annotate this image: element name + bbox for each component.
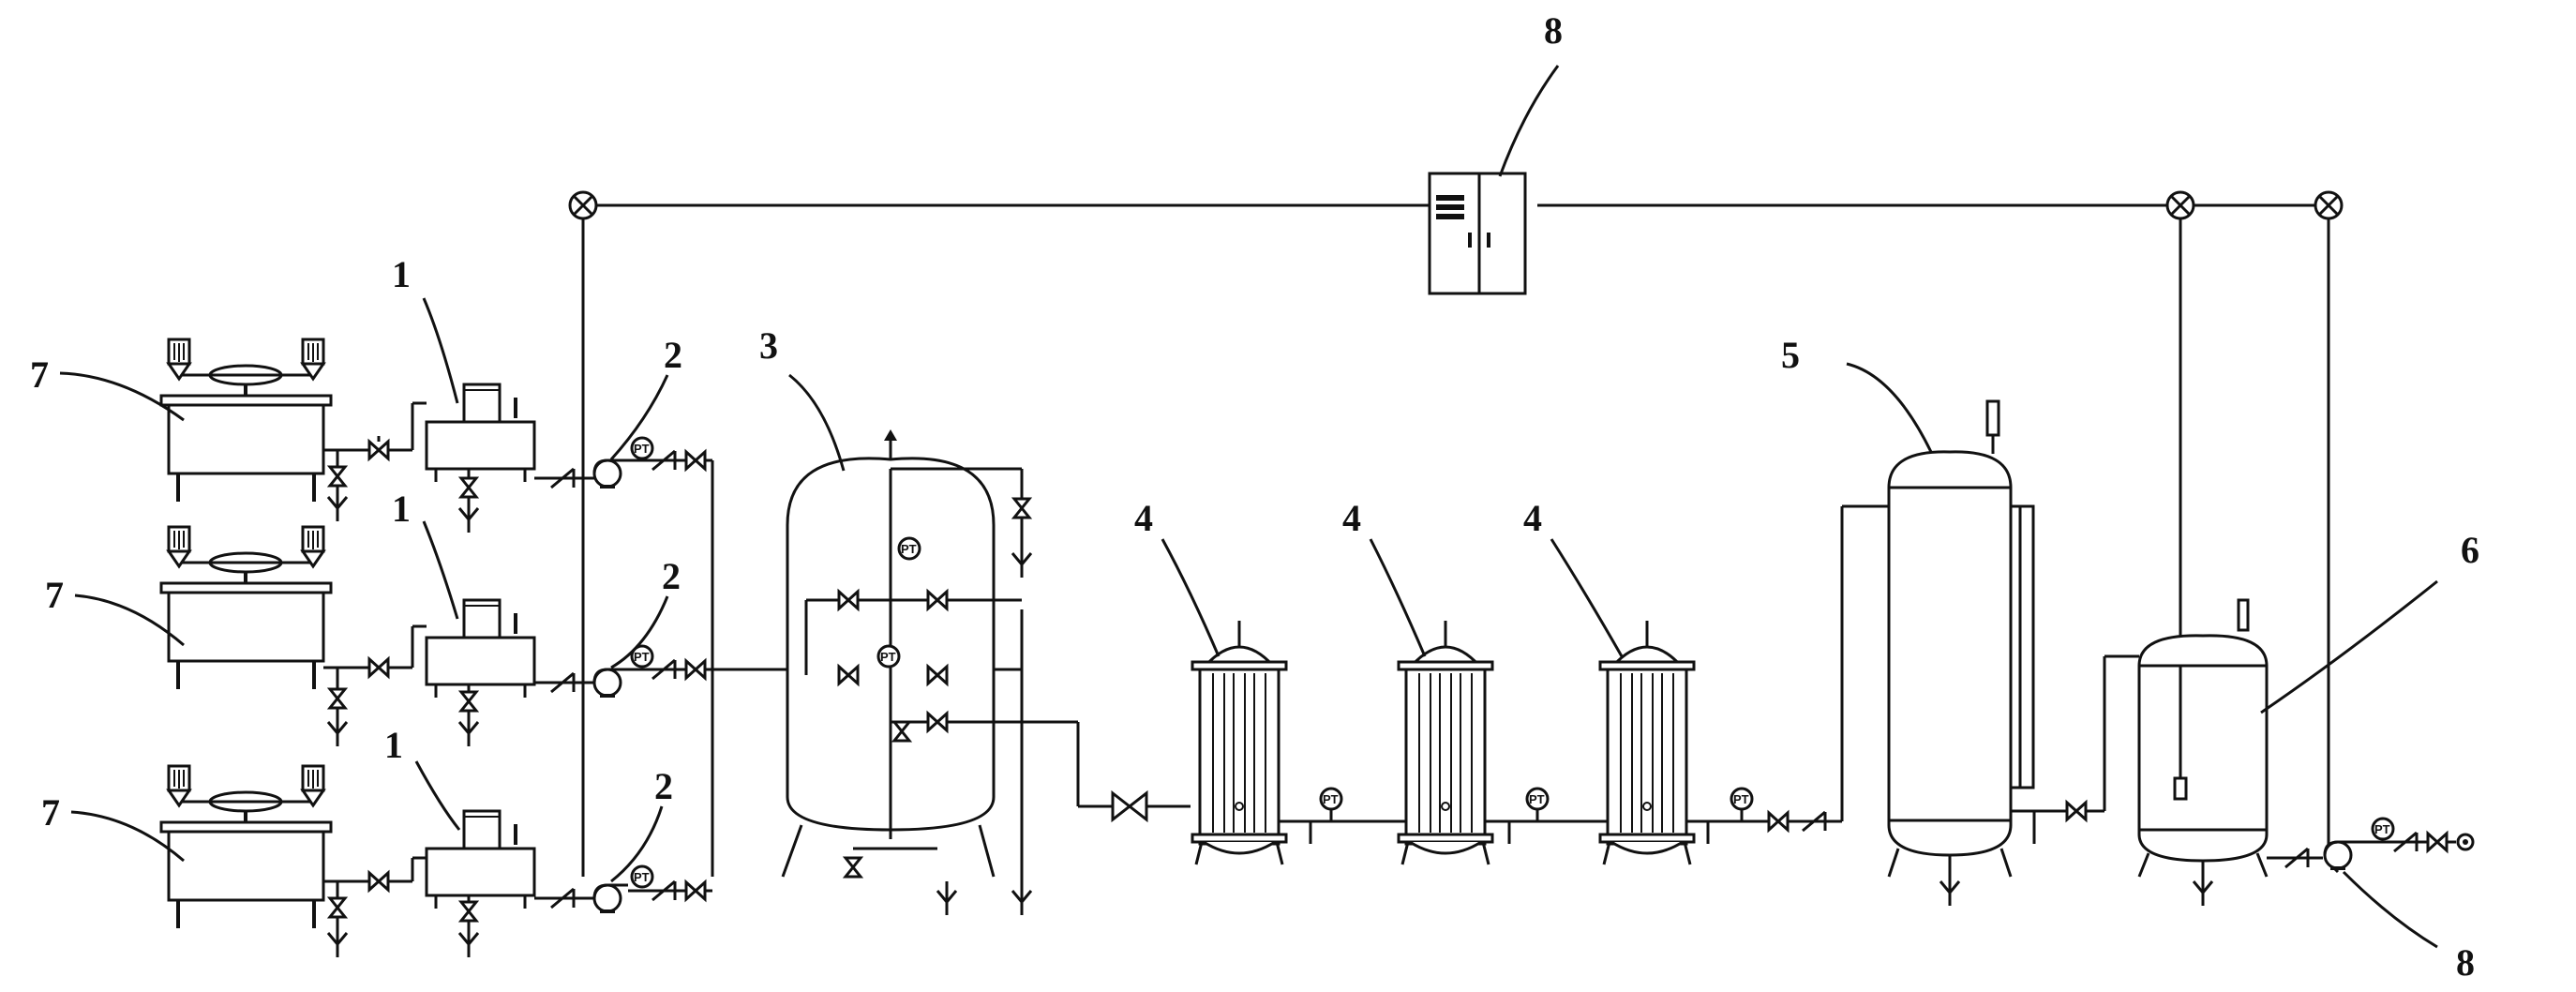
- unit-1a: [425, 383, 536, 484]
- label-tank-7c: 7: [41, 791, 60, 834]
- label-pump-2a: 2: [664, 334, 682, 376]
- control-cabinet: [1428, 172, 1527, 295]
- label-filter-4c: 4: [1523, 497, 1542, 539]
- unit-drain-icon: [457, 711, 480, 748]
- vessel-3: PT PT: [781, 429, 1078, 917]
- tank5-outlet-valve-icon: [2065, 801, 2088, 821]
- tank5-drain-icon: [1939, 870, 1961, 908]
- drain-icon: [326, 922, 349, 959]
- label-filter-4b: 4: [1342, 497, 1361, 539]
- label-tank-5: 5: [1781, 334, 1800, 376]
- gauge-pt: PT: [634, 442, 650, 456]
- row-labels: 7 7 7 1 1 1 2 2 2: [30, 253, 682, 883]
- unit-valve-icon: [459, 476, 478, 499]
- leader-line-8-top: [1498, 65, 1560, 177]
- unit-1b: [425, 598, 536, 699]
- leader-line-8-bottom: [2342, 870, 2438, 949]
- signal-cross-icon-pump8: [2314, 190, 2344, 220]
- label-tank-7a: 7: [30, 353, 49, 396]
- gauge-pt: PT: [634, 650, 650, 664]
- filter-labels: 4 4 4: [1134, 497, 1624, 657]
- drain-icon: [326, 486, 349, 523]
- gauge-pt: PT: [634, 870, 650, 884]
- drain-valve-icon: [328, 465, 347, 488]
- storage-tank-5: [1887, 399, 2139, 908]
- vent-drain-icon: [1011, 542, 1033, 579]
- valve-icon: [367, 657, 390, 678]
- unit-drain-icon: [457, 922, 480, 959]
- unit-valve-icon: [459, 900, 478, 923]
- filter-interconnect-pipes: PT PT PT: [1279, 504, 1889, 844]
- gauge-pt: PT: [1323, 792, 1339, 806]
- filter-outlet-valve-icon: [1767, 811, 1790, 832]
- label-tank-7b: 7: [45, 574, 64, 616]
- leader-line-5: [1846, 362, 1933, 453]
- filter-4b: [1397, 619, 1494, 866]
- gauge-pt: PT: [1733, 792, 1749, 806]
- vent-valve-icon: [1012, 497, 1031, 519]
- label-vessel-3: 3: [759, 324, 778, 367]
- vessel-to-filter-pipe: [1076, 722, 1191, 821]
- tank6-drain-icon: [2192, 870, 2214, 908]
- valve-icon: [367, 871, 390, 892]
- label-pump-8: 8: [2456, 941, 2475, 984]
- label-filter-4a: 4: [1134, 497, 1153, 539]
- filter-4a: [1191, 619, 1288, 866]
- outlet-end-valve-icon: [2426, 832, 2449, 852]
- production-row-3: PT: [159, 764, 712, 959]
- pump-2c: [592, 883, 630, 913]
- outlet-valve-icon: [684, 659, 707, 680]
- leader-line-3: [788, 373, 846, 472]
- outlet-valve-icon: [684, 450, 707, 471]
- unit-1c: [425, 809, 536, 910]
- feed-tank-7b: [159, 525, 333, 691]
- label-controller-8: 8: [1544, 9, 1563, 52]
- filter-4c: [1598, 619, 1696, 866]
- drain-valve-icon: [328, 896, 347, 919]
- outlet-pump-icon: [2323, 840, 2360, 870]
- feed-tank-7a: [159, 338, 333, 504]
- bottom-drain-icon: [936, 879, 958, 917]
- label-unit-1a: 1: [392, 253, 411, 295]
- gauge-pt: PT: [1529, 792, 1545, 806]
- gauge-pt: PT: [901, 542, 917, 556]
- main-valve-icon: [1111, 791, 1148, 821]
- label-pump-2b: 2: [662, 555, 681, 597]
- drain-icon: [326, 711, 349, 748]
- valve-icon: [367, 440, 390, 460]
- signal-cross-icon-left: [568, 190, 598, 220]
- label-unit-1c: 1: [384, 724, 403, 766]
- pump-2b: [592, 668, 630, 698]
- product-tank-6: [2137, 598, 2323, 908]
- label-pump-2c: 2: [654, 765, 673, 807]
- bottom-valve-icon: [844, 856, 862, 879]
- pump-2a: [592, 458, 630, 488]
- feed-tank-7c: [159, 764, 333, 930]
- outlet-pump-8: PT: [2323, 817, 2475, 870]
- leader-line-6: [2260, 579, 2438, 714]
- drain-valve-icon: [328, 687, 347, 710]
- return-drain-icon: [1011, 879, 1033, 917]
- label-unit-1b: 1: [392, 488, 411, 530]
- gauge-pt: PT: [880, 650, 896, 664]
- gauge-pt: PT: [2374, 822, 2390, 836]
- unit-valve-icon: [459, 690, 478, 713]
- label-tank-6: 6: [2461, 529, 2479, 571]
- signal-cross-icon-tank6: [2165, 190, 2195, 220]
- outlet-valve-icon: [684, 880, 707, 901]
- unit-drain-icon: [457, 497, 480, 534]
